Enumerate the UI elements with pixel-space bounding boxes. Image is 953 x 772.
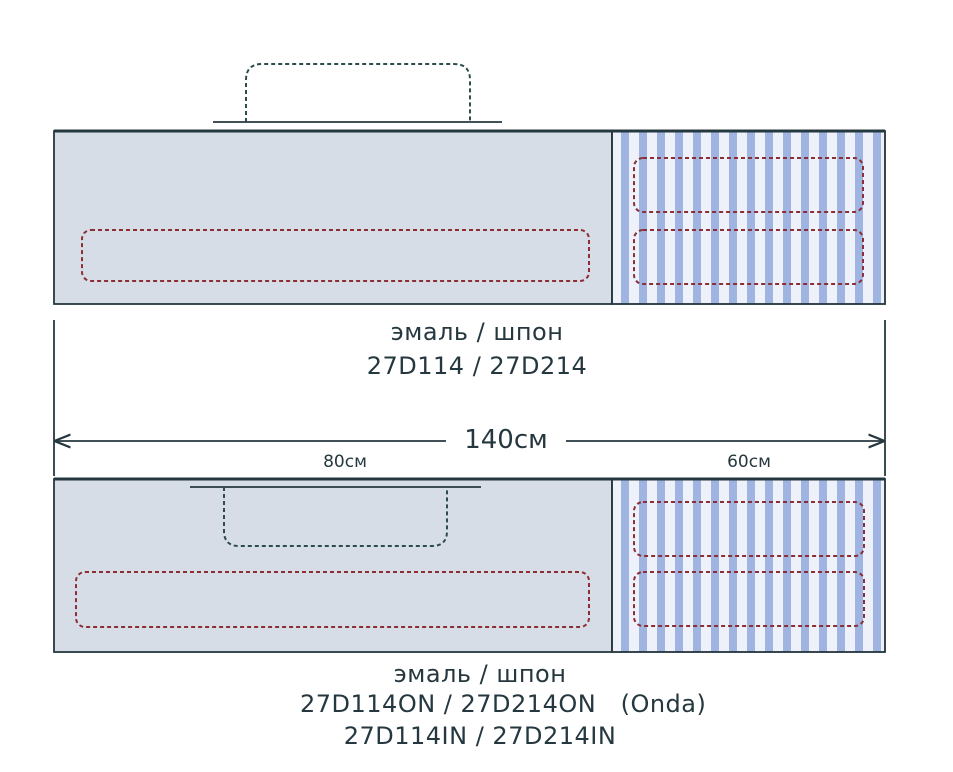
top-left-drawer-outline bbox=[81, 229, 590, 282]
bottom-right-striped-panel bbox=[611, 478, 886, 653]
left-width-label: 80см bbox=[323, 452, 367, 472]
right-width-label: 60см bbox=[727, 452, 771, 472]
bottom-left-panel bbox=[53, 478, 613, 653]
bottom-basin-outline bbox=[223, 487, 448, 547]
top-right-striped-panel bbox=[611, 130, 886, 305]
total-width-label: 140см bbox=[464, 425, 548, 455]
top-left-panel bbox=[53, 130, 613, 305]
bottom-right-drawer-upper bbox=[633, 501, 865, 557]
bottom-left-drawer-outline bbox=[75, 571, 590, 628]
top-right-drawer-upper bbox=[633, 157, 864, 213]
bottom-caption-line2: 27D114ON / 27D214ON (Onda) bbox=[300, 690, 707, 718]
top-cabinet bbox=[53, 63, 886, 305]
dimension-lines bbox=[53, 320, 886, 476]
top-caption-line2: 27D114 / 27D214 bbox=[366, 352, 588, 380]
top-caption-line1: эмаль / шпон bbox=[390, 318, 564, 346]
bottom-right-drawer-lower bbox=[633, 571, 865, 627]
top-basin-outline bbox=[245, 63, 471, 122]
bottom-caption-line3: 27D114IN / 27D214IN bbox=[343, 722, 617, 750]
top-right-drawer-lower bbox=[633, 229, 864, 285]
bottom-caption-line1: эмаль / шпон bbox=[393, 660, 567, 688]
bottom-cabinet bbox=[53, 477, 886, 653]
